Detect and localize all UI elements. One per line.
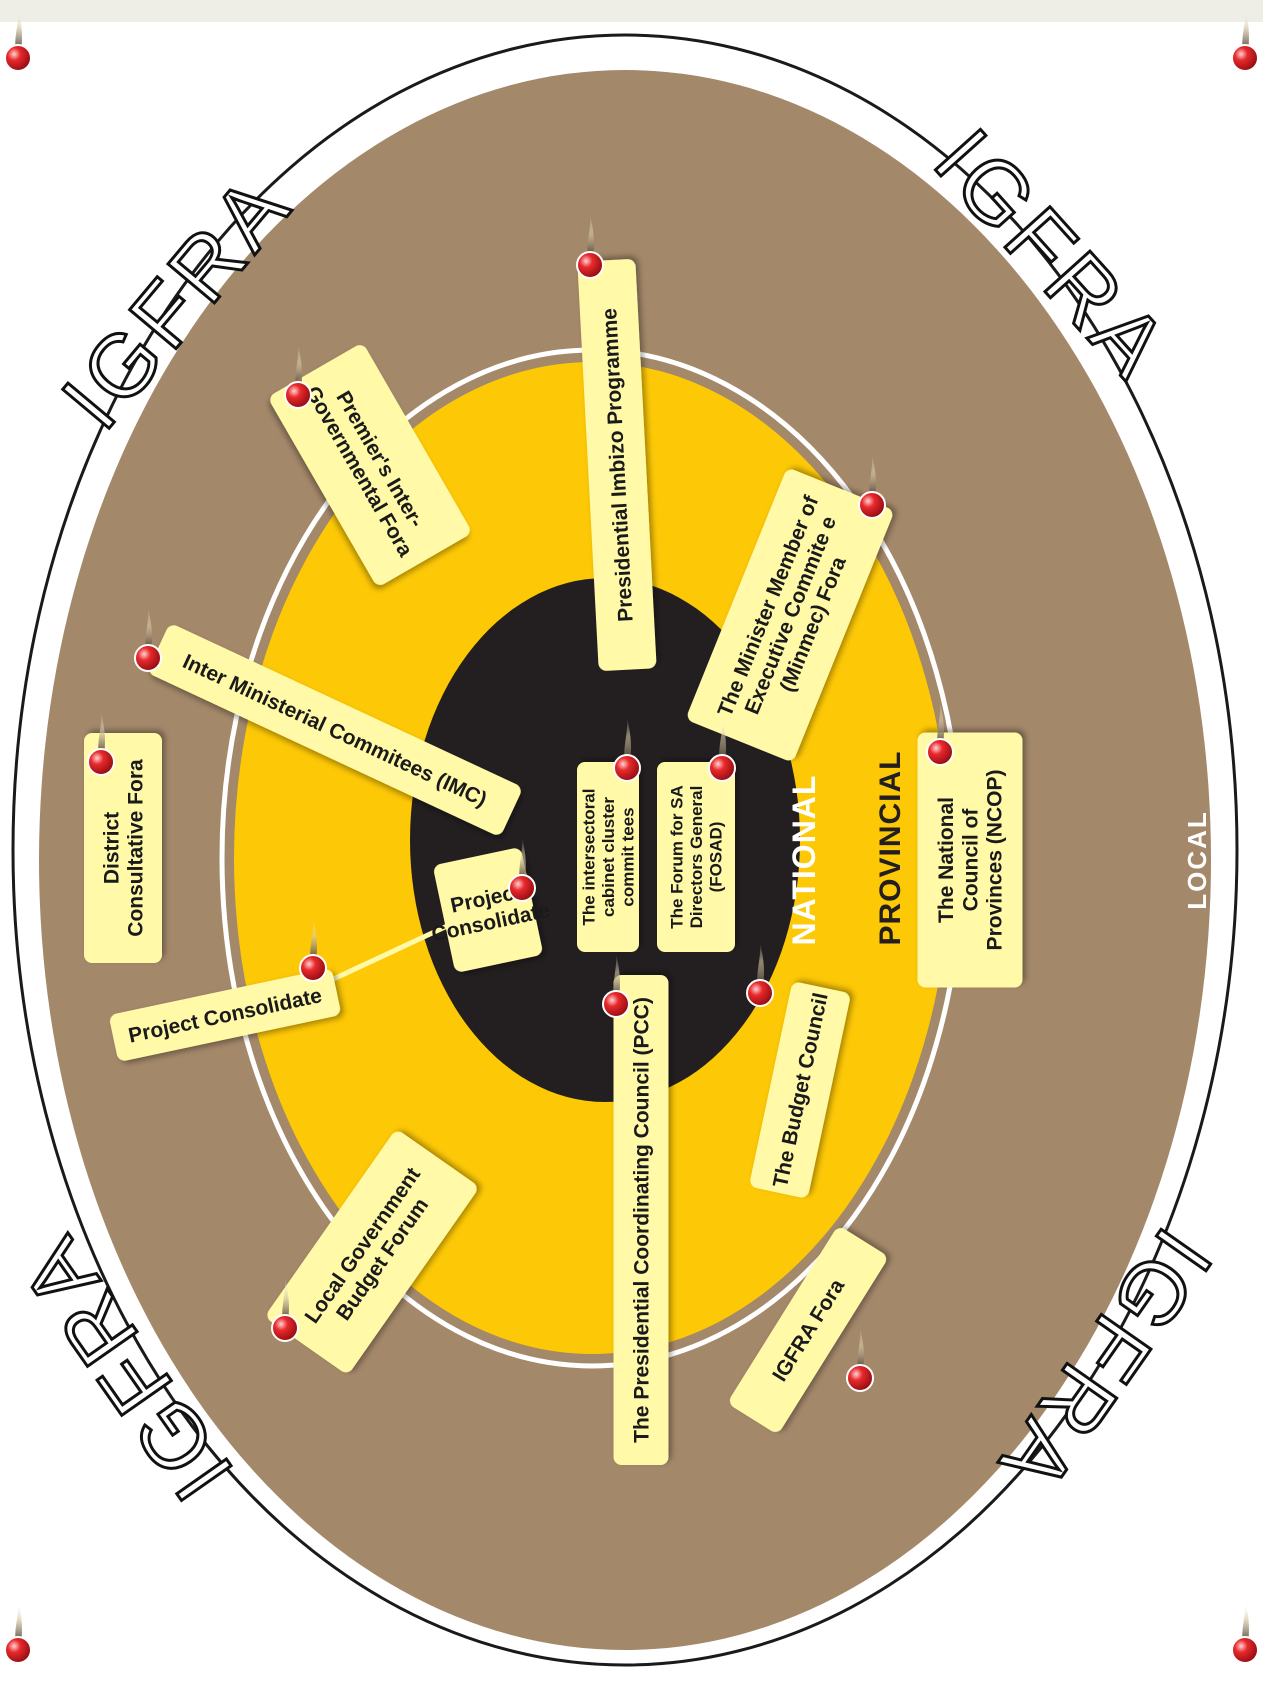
- pin-imc-head: [134, 644, 162, 672]
- note-cluster-line: commit tees: [619, 807, 638, 906]
- pin-imc: [134, 608, 162, 672]
- pin-project-outer-head: [299, 954, 327, 982]
- pin-fosad: [708, 718, 736, 782]
- pin-igfra-fora: [846, 1328, 874, 1392]
- note-igfra-fora-card: [729, 1228, 887, 1432]
- pin-project-outer: [299, 918, 327, 982]
- pin-minmec-head: [858, 491, 886, 519]
- corner-pin-1-head: [4, 44, 32, 72]
- pin-ncop: [926, 702, 954, 766]
- pin-ncop-stem: [937, 702, 944, 748]
- pin-imbizo: [576, 215, 604, 279]
- pin-imbizo-head: [576, 251, 604, 279]
- note-ncop-line: Provinces (NCOP): [984, 770, 1007, 951]
- pin-pcc-stem: [613, 954, 620, 1000]
- pin-project-outer-stem: [310, 918, 317, 964]
- note-premiers-card: [270, 345, 470, 585]
- pin-cluster: [613, 718, 641, 782]
- pin-district-stem: [98, 712, 105, 758]
- corner-pin-4: [1231, 1600, 1259, 1664]
- note-imbizo-card: [577, 259, 657, 671]
- corner-pin-3-head: [4, 1636, 32, 1664]
- note-imbizo: Presidential Imbizo Programme: [577, 259, 657, 671]
- local-label: LOCAL: [1182, 810, 1212, 910]
- note-district-line: Consultative Fora: [124, 759, 147, 937]
- note-project-outer-card: [109, 969, 341, 1061]
- pin-premiers: [284, 345, 312, 409]
- corner-pin-3-stem: [15, 1600, 22, 1646]
- note-imc-card: [149, 625, 521, 835]
- pins-layer: [4, 8, 1259, 1664]
- pin-budget-council: [746, 943, 774, 1007]
- pin-lg-budget-head: [271, 1314, 299, 1342]
- pin-fosad-stem: [719, 718, 726, 764]
- pin-project-inner: [508, 838, 536, 902]
- pin-minmec-stem: [869, 455, 876, 501]
- note-fosad-line: (FOSAD): [707, 822, 726, 893]
- corner-pin-2-stem: [1242, 8, 1249, 54]
- corner-pin-4-head: [1231, 1636, 1259, 1664]
- note-district-line: District: [100, 812, 123, 884]
- pin-premiers-stem: [295, 345, 302, 391]
- pin-minmec: [858, 455, 886, 519]
- note-budget-council-card: [750, 982, 850, 1198]
- corner-pin-1: [4, 8, 32, 72]
- note-fosad-line: Directors General: [687, 786, 706, 929]
- note-cluster-card: [577, 762, 639, 952]
- note-ncop-card: [917, 732, 1023, 988]
- pin-project-inner-stem: [519, 838, 526, 884]
- note-ncop-line: Council of: [959, 808, 982, 912]
- pin-imbizo-stem: [587, 215, 594, 261]
- top-band: [0, 0, 1263, 22]
- national-label: NATIONAL: [786, 775, 822, 946]
- note-cluster-line: cabinet cluster: [599, 797, 618, 917]
- note-cluster-line: The intersectoral: [579, 789, 598, 926]
- pin-district: [87, 712, 115, 776]
- pin-district-head: [87, 748, 115, 776]
- corner-pin-1-stem: [15, 8, 22, 54]
- pin-imc-stem: [145, 608, 152, 654]
- note-pcc: The Presidential Coordinating Council (P…: [613, 975, 669, 1465]
- provincial-label: PROVINCIAL: [874, 750, 907, 945]
- corner-pin-2: [1231, 8, 1259, 72]
- pin-premiers-head: [284, 381, 312, 409]
- pin-project-inner-head: [508, 874, 536, 902]
- note-pcc-card: [613, 975, 669, 1465]
- note-minmec-card: [687, 469, 893, 761]
- corner-pin-2-head: [1231, 44, 1259, 72]
- pin-budget-council-stem: [757, 943, 764, 989]
- note-district-card: [84, 733, 162, 963]
- pin-pcc: [602, 954, 630, 1018]
- project-connector: [308, 917, 462, 993]
- note-fosad-line: The Forum for SA: [667, 785, 686, 929]
- note-fosad-card: [657, 762, 735, 952]
- pin-lg-budget-stem: [282, 1278, 289, 1324]
- pin-cluster-stem: [624, 718, 631, 764]
- note-lg-budget-card: [267, 1131, 477, 1373]
- note-pcc-line: The Presidential Coordinating Council (P…: [630, 997, 653, 1443]
- pin-lg-budget: [271, 1278, 299, 1342]
- pin-fosad-head: [708, 754, 736, 782]
- pin-igfra-fora-stem: [857, 1328, 864, 1374]
- corner-pin-3: [4, 1600, 32, 1664]
- pin-ncop-head: [926, 738, 954, 766]
- pin-pcc-head: [602, 990, 630, 1018]
- pin-cluster-head: [613, 754, 641, 782]
- corner-pin-4-stem: [1242, 1600, 1249, 1646]
- pin-igfra-fora-head: [846, 1364, 874, 1392]
- pin-budget-council-head: [746, 979, 774, 1007]
- note-ncop-line: The National: [935, 797, 958, 923]
